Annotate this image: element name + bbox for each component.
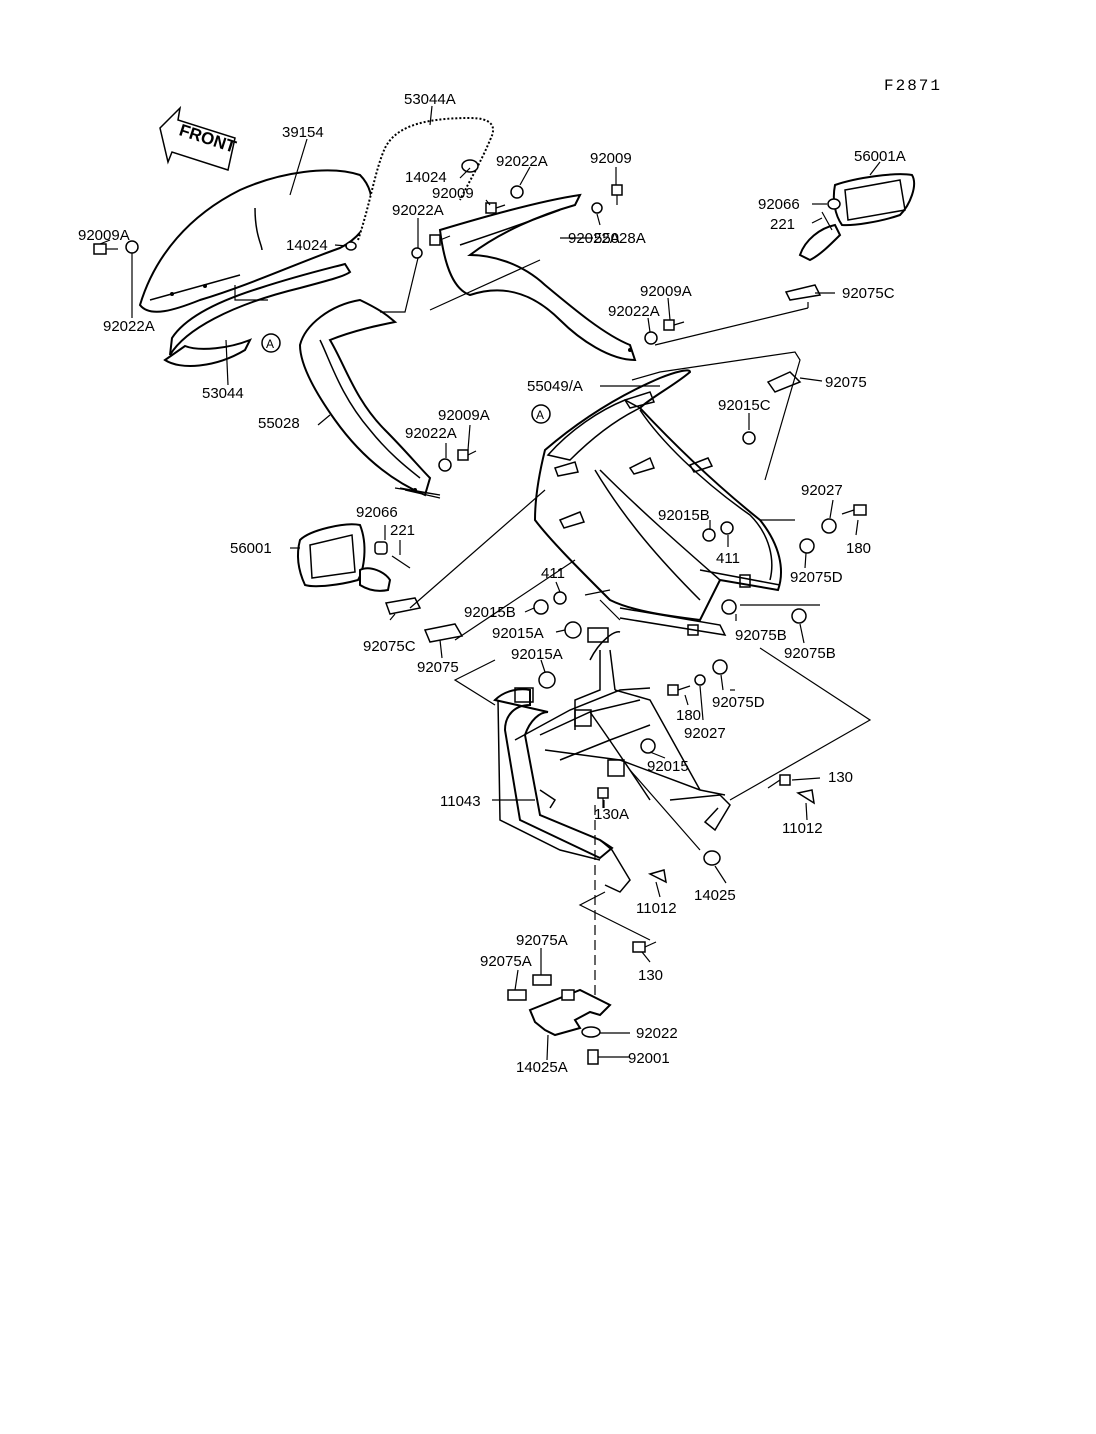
- label-14025: 14025: [694, 887, 736, 904]
- label-56001A: 56001A: [854, 148, 906, 165]
- label-92066: 92066: [356, 504, 398, 521]
- label-92009A: 92009A: [78, 227, 130, 244]
- mirror-56001: [296, 523, 411, 592]
- label-130: 130: [638, 967, 663, 984]
- label-55049A: 55049/A: [527, 378, 583, 395]
- label-92009: 92009: [590, 150, 632, 167]
- label-92075B: 92075B: [735, 627, 787, 644]
- hardware-bolts: [93, 159, 867, 1065]
- label-92009: 92009: [432, 185, 474, 202]
- label-53044A: 53044A: [404, 91, 456, 108]
- label-92022A: 92022A: [608, 303, 660, 320]
- bracket-14025A: [507, 974, 612, 1037]
- label-411: 411: [716, 550, 740, 567]
- label-92015A: 92015A: [511, 646, 563, 663]
- label-56001: 56001: [230, 540, 272, 557]
- label-92066: 92066: [758, 196, 800, 213]
- label-53044: 53044: [202, 385, 244, 402]
- label-92075C: 92075C: [842, 285, 895, 302]
- label-11012: 11012: [636, 900, 677, 917]
- label-92015: 92015: [647, 758, 689, 775]
- inner-panel-55028: [298, 298, 432, 497]
- label-92015B: 92015B: [464, 604, 516, 621]
- mirror-base-92075-right: [766, 371, 802, 393]
- label-92022A: 92022A: [496, 153, 548, 170]
- label-92022A: 92022A: [103, 318, 155, 335]
- label-92022A: 92022A: [405, 425, 457, 442]
- label-92075A: 92075A: [516, 932, 568, 949]
- label-92075: 92075: [825, 374, 867, 391]
- label-55028: 55028: [258, 415, 300, 432]
- label-11043: 11043: [440, 793, 481, 810]
- label-92075: 92075: [417, 659, 459, 676]
- label-92015A: 92015A: [492, 625, 544, 642]
- label-39154: 39154: [282, 124, 324, 141]
- mirror-base-92075C-right: [784, 284, 822, 301]
- label-221: 221: [390, 522, 415, 539]
- label-92022: 92022: [636, 1025, 678, 1042]
- callout-a-center: A: [531, 404, 551, 424]
- label-55028A: 55028A: [594, 230, 646, 247]
- svg-text:A: A: [536, 408, 544, 422]
- front-arrow-icon: FRONT: [159, 105, 239, 171]
- label-92075B: 92075B: [784, 645, 836, 662]
- label-92009A: 92009A: [438, 407, 490, 424]
- figure-id: F2871: [884, 77, 942, 95]
- svg-text:A: A: [266, 337, 274, 351]
- label-92009A: 92009A: [640, 283, 692, 300]
- label-92022A: 92022A: [392, 202, 444, 219]
- cowl-frame-11043: [493, 627, 731, 893]
- mirror-base-92075C-left: [384, 597, 422, 615]
- label-92022A: 92022A: [568, 230, 620, 247]
- label-92015B: 92015B: [658, 507, 710, 524]
- label-92027: 92027: [684, 725, 726, 742]
- label-221: 221: [770, 216, 795, 233]
- label-180: 180: [676, 707, 701, 724]
- label-130A: 130A: [594, 806, 629, 823]
- label-14024: 14024: [405, 169, 447, 186]
- label-180: 180: [846, 540, 871, 557]
- inner-panel-55028A: [438, 193, 637, 362]
- label-92075C: 92075C: [363, 638, 416, 655]
- trim-53044: [163, 262, 352, 367]
- part-labels: 53044A 39154 14024 92022A 92009 56001A 9…: [78, 91, 906, 1076]
- mirror-56001A: [798, 173, 916, 262]
- label-130: 130: [828, 769, 853, 786]
- label-92027: 92027: [801, 482, 843, 499]
- label-11012: 11012: [782, 820, 823, 837]
- trim-53044A: [357, 116, 495, 241]
- label-411: 411: [541, 565, 565, 582]
- leader-lines: [99, 105, 881, 1061]
- label-92075A: 92075A: [480, 953, 532, 970]
- label-14025A: 14025A: [516, 1059, 568, 1076]
- label-92001: 92001: [628, 1050, 670, 1067]
- label-14024: 14024: [286, 237, 328, 254]
- cowl-lower-edge: [699, 569, 781, 586]
- label-92075D: 92075D: [712, 694, 765, 711]
- label-92015C: 92015C: [718, 397, 771, 414]
- callout-a-left: A: [261, 333, 281, 353]
- label-92075D: 92075D: [790, 569, 843, 586]
